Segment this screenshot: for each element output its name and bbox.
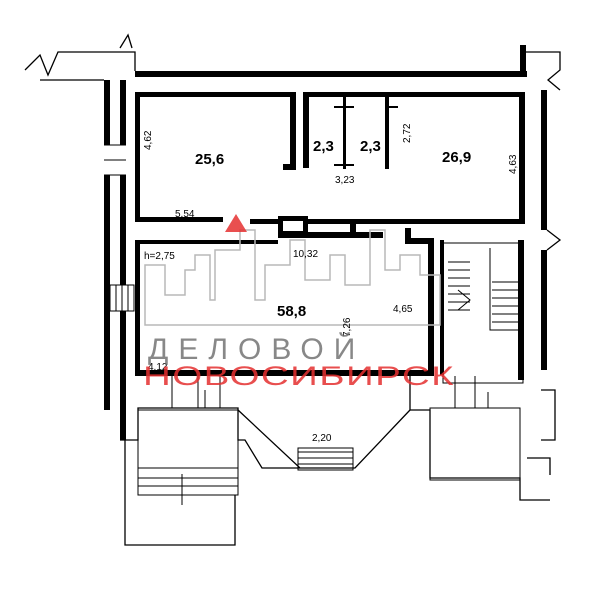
room-a-area: 25,6 (195, 151, 224, 168)
room-d-area: 26,9 (442, 149, 471, 166)
dim-4-12: 4,12 (148, 362, 168, 373)
hall-area: 58,8 (277, 303, 306, 320)
dim-4-62: 4,62 (143, 130, 154, 150)
room-c-area: 2,3 (360, 138, 381, 155)
room-b-area: 2,3 (313, 138, 334, 155)
walls (24, 33, 562, 546)
watermark-line1: ДЕЛОВОЙ (148, 332, 365, 366)
dim-2-20: 2,20 (312, 433, 332, 444)
dim-h-2-75: h=2,75 (144, 251, 175, 262)
dim-3-23: 3,23 (335, 175, 355, 186)
watermark-line2: НОВОСИБИРСК (143, 361, 455, 391)
dim-4-63: 4,63 (508, 154, 519, 174)
dim-2-72: 2,72 (402, 123, 413, 143)
dim-4-65: 4,65 (393, 304, 413, 315)
dim-5-54: 5,54 (175, 209, 195, 220)
dim-7-26: 7,26 (342, 317, 353, 337)
dim-10-32: 10,32 (293, 249, 318, 260)
watermark-skyline (144, 214, 441, 326)
